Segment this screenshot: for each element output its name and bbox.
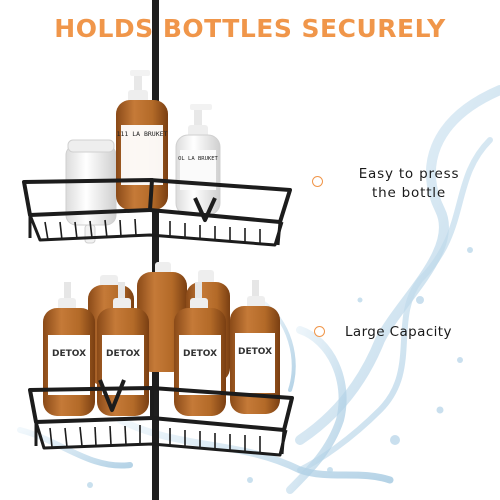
top-shelf-bottles	[65, 70, 221, 244]
callout-1-line-1: Easy to press	[358, 166, 460, 182]
top-bottle-label-1: 111 LA BRUKET	[117, 130, 168, 138]
bottom-corner-basket	[28, 379, 294, 457]
detox-label-1: DETOX	[52, 349, 86, 359]
amber-bottle-front-4	[230, 280, 280, 414]
white-pump-bottle	[175, 104, 221, 216]
tension-pole	[152, 0, 159, 500]
water-droplets	[87, 247, 473, 488]
detox-label-2: DETOX	[106, 349, 140, 359]
detox-label-4: DETOX	[238, 347, 272, 357]
detox-label-3: DETOX	[183, 349, 217, 359]
top-bottle-label-2: OL LA BRUKET	[178, 156, 218, 162]
callout-easy-press: Easy to press the bottle	[344, 165, 474, 203]
water-splash	[17, 85, 500, 494]
amber-pump-bottle	[116, 70, 168, 210]
callout-dot-1	[312, 176, 323, 187]
top-corner-basket	[22, 178, 292, 247]
callout-dot-2	[314, 326, 325, 337]
callout-1-line-2: the bottle	[372, 185, 446, 201]
callout-large-capacity: Large Capacity	[345, 324, 452, 340]
headline: HOLDS BOTTLES SECURELY	[54, 14, 446, 43]
